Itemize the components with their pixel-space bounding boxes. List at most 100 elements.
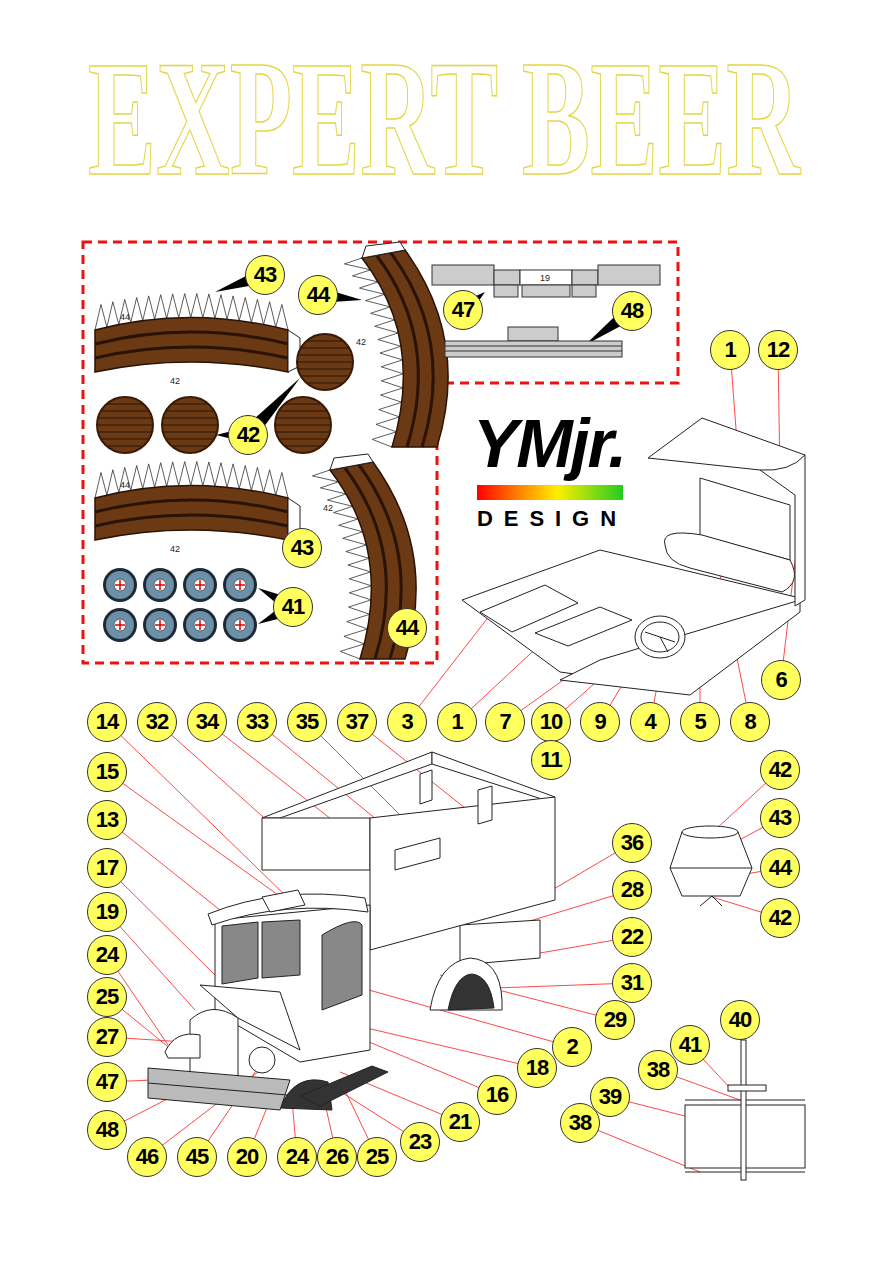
callout-number: 27 <box>87 1017 127 1057</box>
callout-number: 4 <box>630 702 670 742</box>
callout-text: 40 <box>729 1009 751 1031</box>
callout-text: 25 <box>96 986 118 1008</box>
callout-number: 23 <box>400 1122 440 1162</box>
callout-number: 34 <box>187 702 227 742</box>
callout-text: 46 <box>136 1146 158 1168</box>
callout-text: 21 <box>449 1111 471 1133</box>
callout-text: 7 <box>499 711 510 733</box>
callout-number: 46 <box>127 1137 167 1177</box>
callout-text: 9 <box>594 711 605 733</box>
callout-text: 24 <box>286 1146 308 1168</box>
callout-text: 43 <box>254 264 276 286</box>
callout-text: 16 <box>486 1084 508 1106</box>
part-number: 42 <box>323 503 333 513</box>
callout-number: 47 <box>443 290 483 330</box>
callout-number: 35 <box>287 702 327 742</box>
callout-number: 9 <box>580 702 620 742</box>
callout-number: 14 <box>87 702 127 742</box>
callout-number: 36 <box>612 823 652 863</box>
callout-number: 12 <box>758 330 798 370</box>
callout-number: 48 <box>87 1110 127 1150</box>
callout-number: 25 <box>357 1137 397 1177</box>
callout-text: 10 <box>540 711 562 733</box>
callout-number: 28 <box>612 870 652 910</box>
callout-text: 47 <box>96 1071 118 1093</box>
callout-text: 35 <box>296 711 318 733</box>
callout-number: 43 <box>760 798 800 838</box>
callout-text: 18 <box>526 1057 548 1079</box>
callout-text: 42 <box>769 759 791 781</box>
callout-number: 44 <box>298 275 338 315</box>
callout-number: 3 <box>387 702 427 742</box>
callout-text: 31 <box>621 972 643 994</box>
callout-number: 44 <box>387 608 427 648</box>
bumper-part <box>445 327 622 357</box>
callout-number: 25 <box>87 977 127 1017</box>
callout-text: 15 <box>96 761 118 783</box>
callout-text: 34 <box>196 711 218 733</box>
callout-number: 24 <box>277 1137 317 1177</box>
callout-number: 26 <box>317 1137 357 1177</box>
callout-number: 37 <box>337 702 377 742</box>
callout-text: 43 <box>291 537 313 559</box>
axle-model <box>685 1040 805 1180</box>
callout-number: 11 <box>531 740 571 780</box>
callout-text: 26 <box>326 1146 348 1168</box>
callout-number: 1 <box>437 702 477 742</box>
title: EXPERT BEER <box>88 36 800 201</box>
callout-text: 48 <box>96 1119 118 1141</box>
callout-text: 5 <box>694 711 705 733</box>
callout-text: 19 <box>96 901 118 923</box>
barrel-lid <box>97 334 353 453</box>
callout-text: 11 <box>540 749 561 771</box>
callout-text: 37 <box>346 711 368 733</box>
callout-number: 31 <box>612 963 652 1003</box>
callout-number: 44 <box>760 848 800 888</box>
callout-text: 20 <box>236 1146 258 1168</box>
callout-number: 21 <box>440 1102 480 1142</box>
callout-text: 47 <box>452 299 474 321</box>
callout-number: 8 <box>730 702 770 742</box>
callout-number: 45 <box>177 1137 217 1177</box>
callout-number: 43 <box>282 528 322 568</box>
callout-text: 44 <box>307 284 329 306</box>
callout-text: 1 <box>451 711 462 733</box>
part-number: 42 <box>170 544 180 554</box>
callout-number: 7 <box>485 702 525 742</box>
callout-number: 38 <box>638 1050 678 1090</box>
callout-text: 41 <box>679 1034 701 1056</box>
callout-text: 45 <box>186 1146 208 1168</box>
callout-number: 24 <box>87 935 127 975</box>
callout-text: 23 <box>409 1131 431 1153</box>
callout-number: 48 <box>612 291 652 331</box>
logo-gradient <box>477 485 623 500</box>
callout-number: 13 <box>87 800 127 840</box>
callout-text: 14 <box>96 711 118 733</box>
glue-teeth <box>95 258 403 659</box>
callout-text: 38 <box>569 1112 591 1134</box>
callout-text: 29 <box>604 1009 626 1031</box>
callout-text: 3 <box>401 711 412 733</box>
callout-text: 28 <box>621 879 643 901</box>
callout-text: 41 <box>282 596 304 618</box>
callout-text: 48 <box>621 300 643 322</box>
callout-text: 1 <box>724 339 735 361</box>
callout-number: 1 <box>710 330 750 370</box>
callout-text: 12 <box>767 339 789 361</box>
callout-number: 32 <box>137 702 177 742</box>
callout-number: 41 <box>273 587 313 627</box>
callout-number: 47 <box>87 1062 127 1102</box>
callout-number: 42 <box>760 750 800 790</box>
callout-number: 43 <box>245 255 285 295</box>
barrel-stave <box>95 486 300 541</box>
callout-number: 17 <box>87 848 127 888</box>
callout-number: 38 <box>560 1103 600 1143</box>
callout-number: 18 <box>517 1048 557 1088</box>
callout-text: 36 <box>621 832 643 854</box>
barrel-stave <box>95 318 300 373</box>
barrel-model <box>670 826 752 906</box>
callout-text: 13 <box>96 809 118 831</box>
callout-text: 4 <box>644 711 655 733</box>
callout-text: 8 <box>744 711 755 733</box>
callout-text: 2 <box>566 1036 577 1058</box>
